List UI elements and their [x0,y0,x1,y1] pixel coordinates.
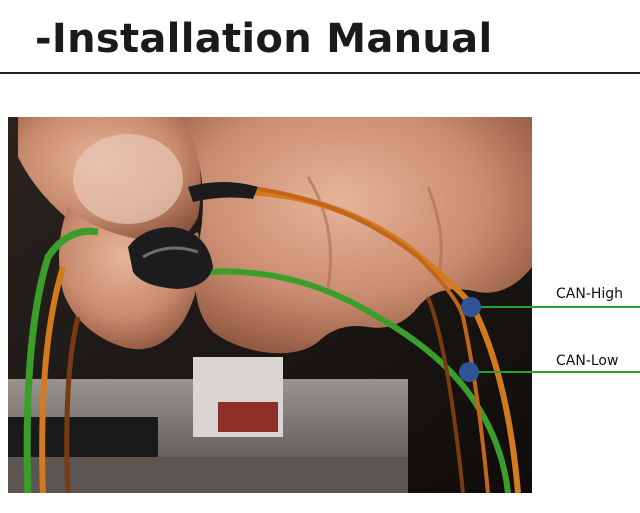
brown-wire-left [64,316,81,493]
can-high-label: CAN-High [556,286,624,302]
connector-red [218,402,278,432]
installation-photo [8,117,532,493]
device-slot [8,417,158,457]
tape-highlight [142,246,199,259]
green-wire-left [23,227,99,493]
fingers [183,117,532,354]
title-divider [0,72,640,74]
tape-upper [188,182,258,202]
can-low-label: CAN-Low [556,353,619,369]
page-title: -Installation Manual [35,16,493,62]
thumbnail [73,134,183,224]
brown-wire-right [426,296,465,493]
green-wire-right [207,268,511,493]
orange-wire-left [39,266,66,493]
finger-crease-1 [306,176,332,288]
photo-illustration [8,117,532,493]
device-base [8,457,408,493]
electrical-tape [128,227,213,289]
finger-crease-2 [426,186,443,278]
orange-wire-right-2 [257,187,490,493]
